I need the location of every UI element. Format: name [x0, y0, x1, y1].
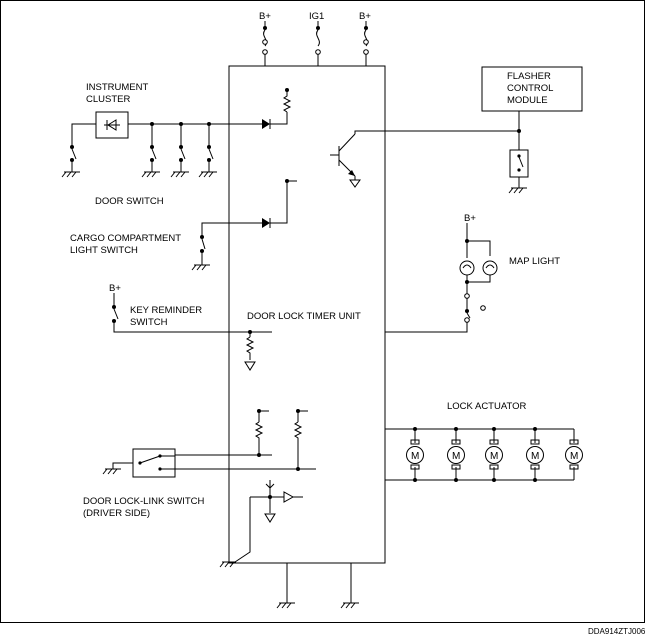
flasher-label-3: MODULE [507, 95, 548, 106]
actuator-motor-1: M [406, 427, 424, 482]
svg-text:B+: B+ [464, 213, 476, 224]
timer-unit-box [228, 65, 386, 564]
internal-diode-1 [262, 88, 292, 129]
door-lock-link-switch [102, 448, 316, 478]
lock-actuator: M M M M [385, 427, 583, 482]
cargo-label-1: CARGO COMPARTMENT [70, 233, 181, 244]
chassis-ground-internal [219, 561, 236, 568]
instrument-cluster-label-1: INSTRUMENT [86, 82, 148, 93]
svg-text:M: M [452, 451, 460, 462]
cluster-switch [61, 123, 96, 178]
actuator-motor-2: M [447, 427, 465, 482]
svg-text:B+: B+ [359, 11, 371, 22]
map-light-label: MAP LIGHT [509, 256, 560, 267]
instrument-cluster-box [95, 111, 129, 139]
svg-text:M: M [411, 451, 419, 462]
lock-actuator-label: LOCK ACTUATOR [447, 401, 526, 412]
transistor [330, 130, 519, 188]
door-switch-1 [141, 124, 160, 178]
power-input-b-plus-2: B+ [359, 11, 371, 66]
svg-text:M: M [531, 451, 539, 462]
key-reminder-label-1: KEY REMINDER [130, 305, 202, 316]
door-switch-label: DOOR SWITCH [95, 196, 164, 207]
power-input-ig1: IG1 [309, 11, 324, 66]
bottom-ground-2 [340, 563, 359, 609]
key-reminder-switch: B+ [109, 283, 272, 371]
cargo-label-2: LIGHT SWITCH [70, 245, 138, 256]
actuator-motor-3: M [485, 427, 503, 482]
door-switch-2 [170, 124, 189, 178]
flasher-switch [508, 111, 529, 194]
bottom-ground-1 [276, 563, 295, 609]
svg-text:M: M [490, 451, 498, 462]
drawing-code: DDA914ZTJ006 [588, 627, 645, 636]
door-switch-3 [198, 124, 217, 178]
flasher-label-1: FLASHER [507, 71, 551, 82]
actuator-motor-4: M [526, 427, 544, 482]
svg-text:IG1: IG1 [309, 11, 324, 22]
flasher-module-box [481, 66, 583, 112]
svg-text:B+: B+ [109, 283, 121, 294]
svg-text:M: M [570, 451, 578, 462]
actuator-motor-5: M [565, 429, 583, 480]
flasher-label-2: CONTROL [507, 83, 553, 94]
cargo-switch [191, 179, 297, 271]
key-reminder-label-2: SWITCH [130, 317, 168, 328]
timer-unit-label: DOOR LOCK TIMER UNIT [247, 311, 361, 322]
power-input-b-plus-1: B+ [259, 11, 271, 66]
map-light: B+ [385, 213, 498, 333]
instrument-cluster-label-2: CLUSTER [86, 94, 130, 105]
svg-text:B+: B+ [259, 11, 271, 22]
door-lock-link-label-2: (DRIVER SIDE) [83, 508, 150, 519]
internal-resistors [254, 409, 308, 471]
internal-amplifier [231, 480, 303, 565]
door-lock-link-label-1: DOOR LOCK-LINK SWITCH [83, 496, 205, 507]
